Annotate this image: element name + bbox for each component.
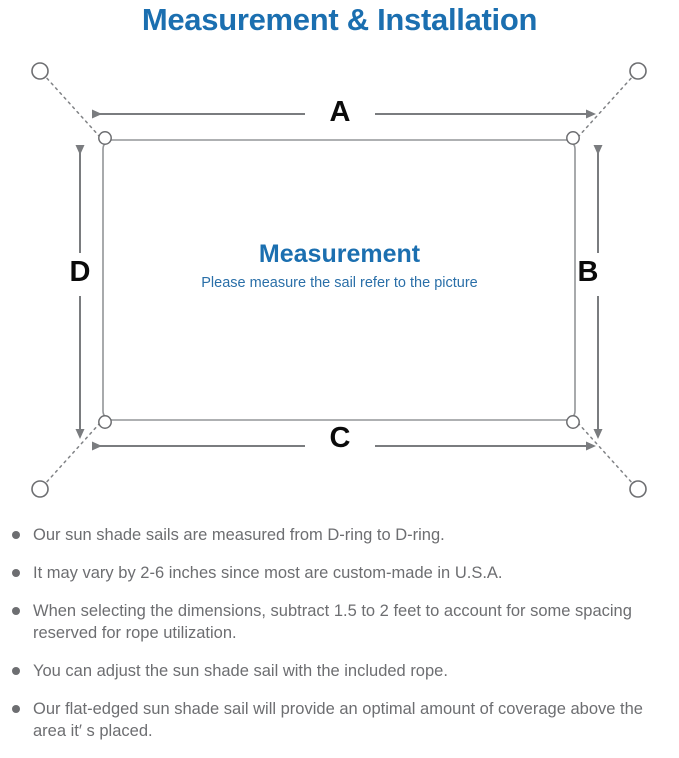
measurement-diagram: Measurement Please measure the sail refe…	[0, 48, 679, 518]
rope-line-bottom-right	[577, 422, 635, 486]
d-ring-top-right	[566, 131, 580, 145]
sail-panel	[102, 139, 576, 421]
anchor-point-top-left	[31, 62, 49, 80]
page-title: Measurement & Installation	[141, 2, 538, 37]
bullet-icon	[12, 531, 20, 539]
bullet-icon	[12, 667, 20, 675]
diagram-svg	[31, 62, 647, 498]
list-item: It may vary by 2-6 inches since most are…	[0, 562, 679, 584]
list-item: Our flat-edged sun shade sail will provi…	[0, 698, 679, 742]
note-text: When selecting the dimensions, subtract …	[33, 602, 632, 642]
anchor-point-bottom-left	[31, 480, 49, 498]
list-item: Our sun shade sails are measured from D-…	[0, 524, 679, 546]
anchor-point-bottom-right	[629, 480, 647, 498]
bullet-icon	[12, 705, 20, 713]
note-text: Our flat-edged sun shade sail will provi…	[33, 700, 643, 740]
d-ring-top-left	[98, 131, 112, 145]
d-ring-bottom-left	[98, 415, 112, 429]
rope-line-top-right	[577, 74, 635, 138]
d-ring-bottom-right	[566, 415, 580, 429]
anchor-point-top-right	[629, 62, 647, 80]
list-item: You can adjust the sun shade sail with t…	[0, 660, 679, 682]
bullet-icon	[12, 569, 20, 577]
rope-line-bottom-left	[43, 422, 101, 486]
notes-list: Our sun shade sails are measured from D-…	[0, 524, 679, 758]
list-item: When selecting the dimensions, subtract …	[0, 600, 679, 644]
bullet-icon	[12, 607, 20, 615]
note-text: It may vary by 2-6 inches since most are…	[33, 564, 503, 582]
note-text: You can adjust the sun shade sail with t…	[33, 662, 448, 680]
rope-line-top-left	[43, 74, 101, 138]
note-text: Our sun shade sails are measured from D-…	[33, 526, 445, 544]
